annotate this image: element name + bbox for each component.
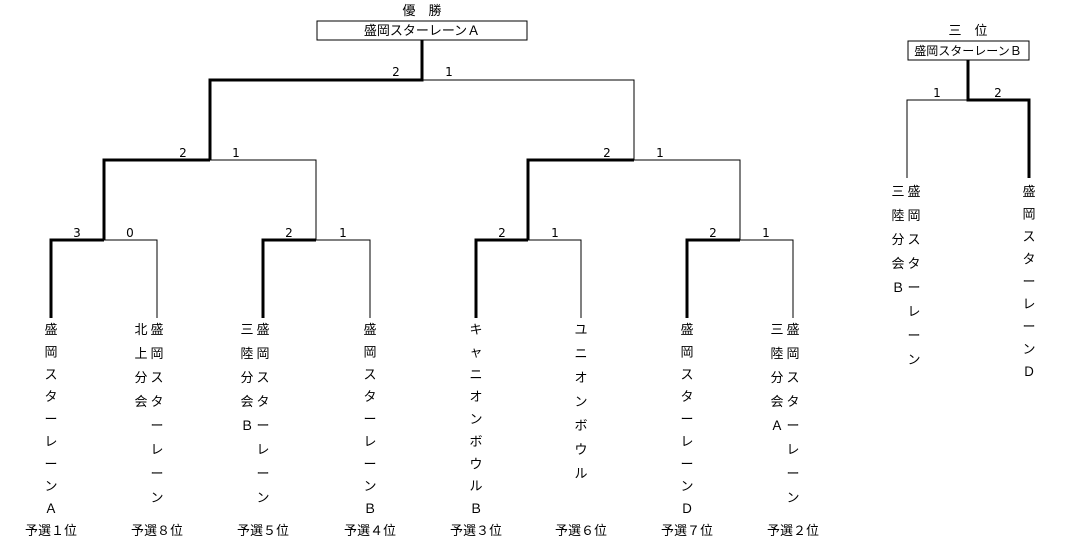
third-place-heading: 三 位	[948, 24, 987, 39]
r1m2-score-right: 1	[339, 226, 347, 240]
team-name-column: 盛岡スターレーン	[150, 323, 163, 506]
seed-label: 予選４位	[344, 524, 396, 539]
sf1-loser-line	[210, 159, 317, 240]
seed-label: 予選２位	[767, 524, 819, 539]
r1m2-winner-line	[261, 238, 316, 318]
seed-label: 予選６位	[555, 524, 607, 539]
third-place-team-name-column: 三陸分会Ｂ	[891, 185, 904, 296]
seed-label: 予選１位	[25, 524, 77, 539]
seed-label: 予選３位	[450, 524, 502, 539]
r1m1-loser-line	[104, 239, 158, 318]
r1m1-score-left: 3	[73, 226, 81, 240]
sf2-loser-line	[634, 159, 741, 240]
r1m3-score-right: 1	[551, 226, 559, 240]
third-place-team-name-column: 盛岡スターレーン	[907, 185, 920, 368]
sf2-winner-line	[526, 158, 634, 240]
champion-name: 盛岡スターレーンＡ	[364, 24, 480, 39]
team-name-column: 三陸分会Ｂ	[240, 323, 253, 434]
sf1-score-right: 1	[232, 146, 240, 160]
r1m4-loser-line	[740, 239, 794, 318]
team-name-column: 盛岡スターレーンＡ	[44, 323, 57, 517]
third-place-name: 盛岡スターレーンＢ	[914, 43, 1021, 58]
r1m1-winner-line	[49, 238, 104, 318]
r1m4-score-right: 1	[762, 226, 770, 240]
third-loser-line	[906, 99, 968, 178]
seed-label: 予選７位	[661, 524, 713, 539]
bracket-lines	[49, 40, 1031, 318]
team-name-column: キャニオンボウルＢ	[469, 323, 482, 517]
scores: 3 0 2 1 2 1 2 1 2 1 2 1 2 1 1 2	[73, 65, 1002, 240]
team-name-column: 盛岡スターレーン	[786, 323, 799, 506]
final-score-left: 2	[392, 65, 400, 79]
r1m4-winner-line	[685, 238, 740, 318]
seed-labels: 予選１位 予選８位 予選５位 予選４位 予選３位 予選６位 予選７位 予選２位	[25, 524, 819, 539]
third-score-right: 2	[994, 86, 1002, 100]
team-name-column: 三陸分会Ａ	[770, 323, 783, 434]
sf1-score-left: 2	[179, 146, 187, 160]
r1m3-score-left: 2	[498, 226, 506, 240]
r1m2-loser-line	[316, 239, 371, 318]
team-name-column: 盛岡スターレーン	[256, 323, 269, 506]
sf1-winner-line	[102, 158, 210, 240]
team-name-column: 盛岡スターレーンＤ	[680, 323, 693, 517]
r1m4-score-left: 2	[709, 226, 717, 240]
final-score-right: 1	[445, 65, 453, 79]
third-winner-line	[966, 60, 1031, 178]
r1m3-loser-line	[528, 239, 582, 318]
team-name-column: 北上分会	[134, 323, 147, 410]
final-loser-line	[422, 79, 635, 160]
team-names: 盛岡スターレーンＡ北上分会盛岡スターレーン三陸分会Ｂ盛岡スターレーン盛岡スターレ…	[44, 323, 799, 517]
champion-heading: 優 勝	[402, 4, 441, 19]
team-name-column: 盛岡スターレーンＢ	[363, 323, 376, 517]
r1m3-winner-line	[474, 238, 528, 318]
r1m2-score-left: 2	[285, 226, 293, 240]
r1m1-score-right: 0	[126, 226, 134, 240]
third-place-team-name-column: 盛岡スターレーンＤ	[1022, 185, 1035, 380]
final-winner-line	[208, 40, 424, 160]
third-score-left: 1	[933, 86, 941, 100]
sf2-score-left: 2	[603, 146, 611, 160]
sf2-score-right: 1	[656, 146, 664, 160]
team-name-column: ユニオンボウル	[574, 323, 587, 482]
seed-label: 予選５位	[237, 524, 289, 539]
seed-label: 予選８位	[131, 524, 183, 539]
